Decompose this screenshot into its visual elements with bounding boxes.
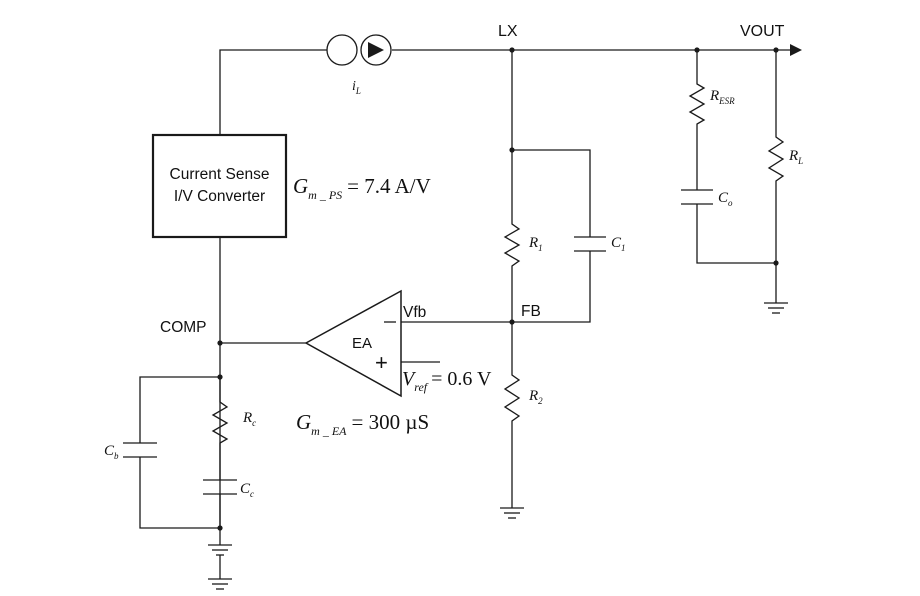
capacitor-cb-icon (123, 442, 157, 458)
ground-rl-icon (764, 302, 788, 314)
svg-text:Gm _ PS= 7.4 A/V: Gm _ PS= 7.4 A/V (293, 174, 431, 202)
resistor-rc-icon (211, 398, 229, 446)
svg-text:Cb: Cb (104, 443, 119, 461)
svg-text:RESR: RESR (709, 88, 735, 106)
junction-vout (773, 47, 779, 53)
junction-fb (509, 319, 515, 325)
svg-text:RL: RL (788, 148, 803, 166)
wires (139, 49, 790, 545)
error-amplifier-icon (304, 289, 402, 398)
node-lx-label: LX (498, 23, 518, 40)
junction-lx (509, 47, 515, 53)
label-c1: C1 (611, 235, 626, 253)
node-fb-label: FB (521, 303, 541, 320)
wire-c1-bottom (512, 251, 591, 323)
junction-c1 (509, 147, 515, 153)
current-sense-label-2: I/V Converter (174, 188, 265, 205)
label-r2: R2 (528, 388, 543, 406)
equation-gm-ea: Gm _ EA= 300 µS (296, 410, 429, 438)
vout-arrow-icon (790, 44, 802, 56)
svg-text:C1: C1 (611, 235, 626, 253)
label-cb: Cb (104, 443, 119, 461)
node-vout-label: VOUT (740, 23, 785, 40)
wire-cb-bottom (139, 457, 220, 529)
resistor-resr-icon (688, 80, 706, 128)
equation-vref: Vref= 0.6 V (402, 368, 492, 394)
label-cc: Cc (240, 481, 254, 499)
label-rc: Rc (242, 410, 256, 428)
node-comp-label: COMP (160, 319, 207, 336)
ea-plus-sign: + (375, 350, 388, 375)
label-r-esr: RESR (709, 88, 735, 106)
capacitor-c1-icon (574, 236, 606, 252)
svg-text:Cc: Cc (240, 481, 254, 499)
resistor-r2-icon (503, 370, 521, 425)
resistor-r1-icon (503, 220, 521, 270)
current-source-icon (326, 34, 392, 66)
svg-text:Vref= 0.6 V: Vref= 0.6 V (402, 368, 492, 394)
wire-top-left (219, 49, 327, 135)
junction-cb (217, 374, 223, 380)
junction-rl-bottom (773, 260, 779, 266)
junctions (217, 47, 779, 531)
svg-text:Co: Co (718, 190, 733, 208)
wire-cb-top (139, 376, 220, 443)
label-r-l: RL (788, 148, 803, 166)
capacitor-cc-icon (203, 479, 237, 495)
label-il: iL (352, 79, 361, 96)
junction-resr (694, 47, 700, 53)
junction-comp-bottom (217, 525, 223, 531)
wire-c1-top (512, 149, 591, 237)
ea-label: EA (352, 335, 372, 352)
capacitor-co-icon (681, 189, 713, 205)
svg-text:Gm _ EA= 300 µS: Gm _ EA= 300 µS (296, 410, 429, 438)
equation-gm-ps: Gm _ PS= 7.4 A/V (293, 174, 431, 202)
label-c-o: Co (718, 190, 733, 208)
svg-text:R2: R2 (528, 388, 543, 406)
node-vfb-label: Vfb (403, 304, 426, 321)
svg-text:R1: R1 (528, 235, 543, 253)
svg-text:Rc: Rc (242, 410, 256, 428)
current-sense-label-1: Current Sense (170, 166, 270, 183)
current-sense-block (151, 133, 288, 239)
junction-comp (217, 340, 223, 346)
ground-r2-icon (500, 507, 524, 519)
resistor-rl-icon (767, 133, 785, 185)
wire-co-bottom (696, 204, 776, 264)
label-r1: R1 (528, 235, 543, 253)
svg-text:iL: iL (352, 79, 361, 96)
